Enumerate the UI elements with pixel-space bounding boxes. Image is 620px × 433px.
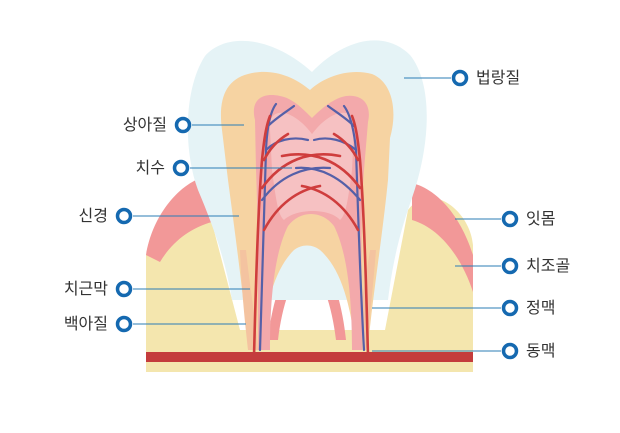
marker-gum	[501, 210, 519, 228]
label-enamel: 법랑질	[476, 68, 521, 87]
marker-artery	[501, 342, 519, 360]
label-dentin: 상아질	[122, 115, 167, 134]
marker-nerve	[115, 207, 133, 225]
marker-dentin	[174, 116, 192, 134]
marker-vein	[501, 299, 519, 317]
marker-pulp	[172, 159, 190, 177]
label-pdl: 치근막	[63, 279, 108, 298]
gum-right	[412, 183, 473, 292]
leader-lines	[133, 77, 501, 352]
marker-enamel	[451, 69, 469, 87]
label-gum: 잇몸	[526, 209, 556, 228]
label-cementum: 백아질	[63, 314, 108, 333]
label-nerve: 신경	[78, 206, 108, 225]
base-artery	[146, 352, 473, 362]
label-pulp: 치수	[135, 158, 165, 177]
marker-bone	[501, 257, 519, 275]
label-vein: 정맥	[526, 298, 556, 317]
marker-pdl	[115, 280, 133, 298]
alveolar-bone	[146, 196, 473, 372]
label-markers	[115, 69, 519, 360]
label-artery: 동맥	[526, 341, 556, 360]
vein-vessels	[258, 102, 366, 352]
marker-cementum	[115, 315, 133, 333]
root-lining-left	[240, 250, 258, 350]
artery-vessels	[252, 114, 370, 358]
gum-left	[146, 180, 212, 262]
label-alveolar-bone: 치조골	[526, 256, 571, 275]
